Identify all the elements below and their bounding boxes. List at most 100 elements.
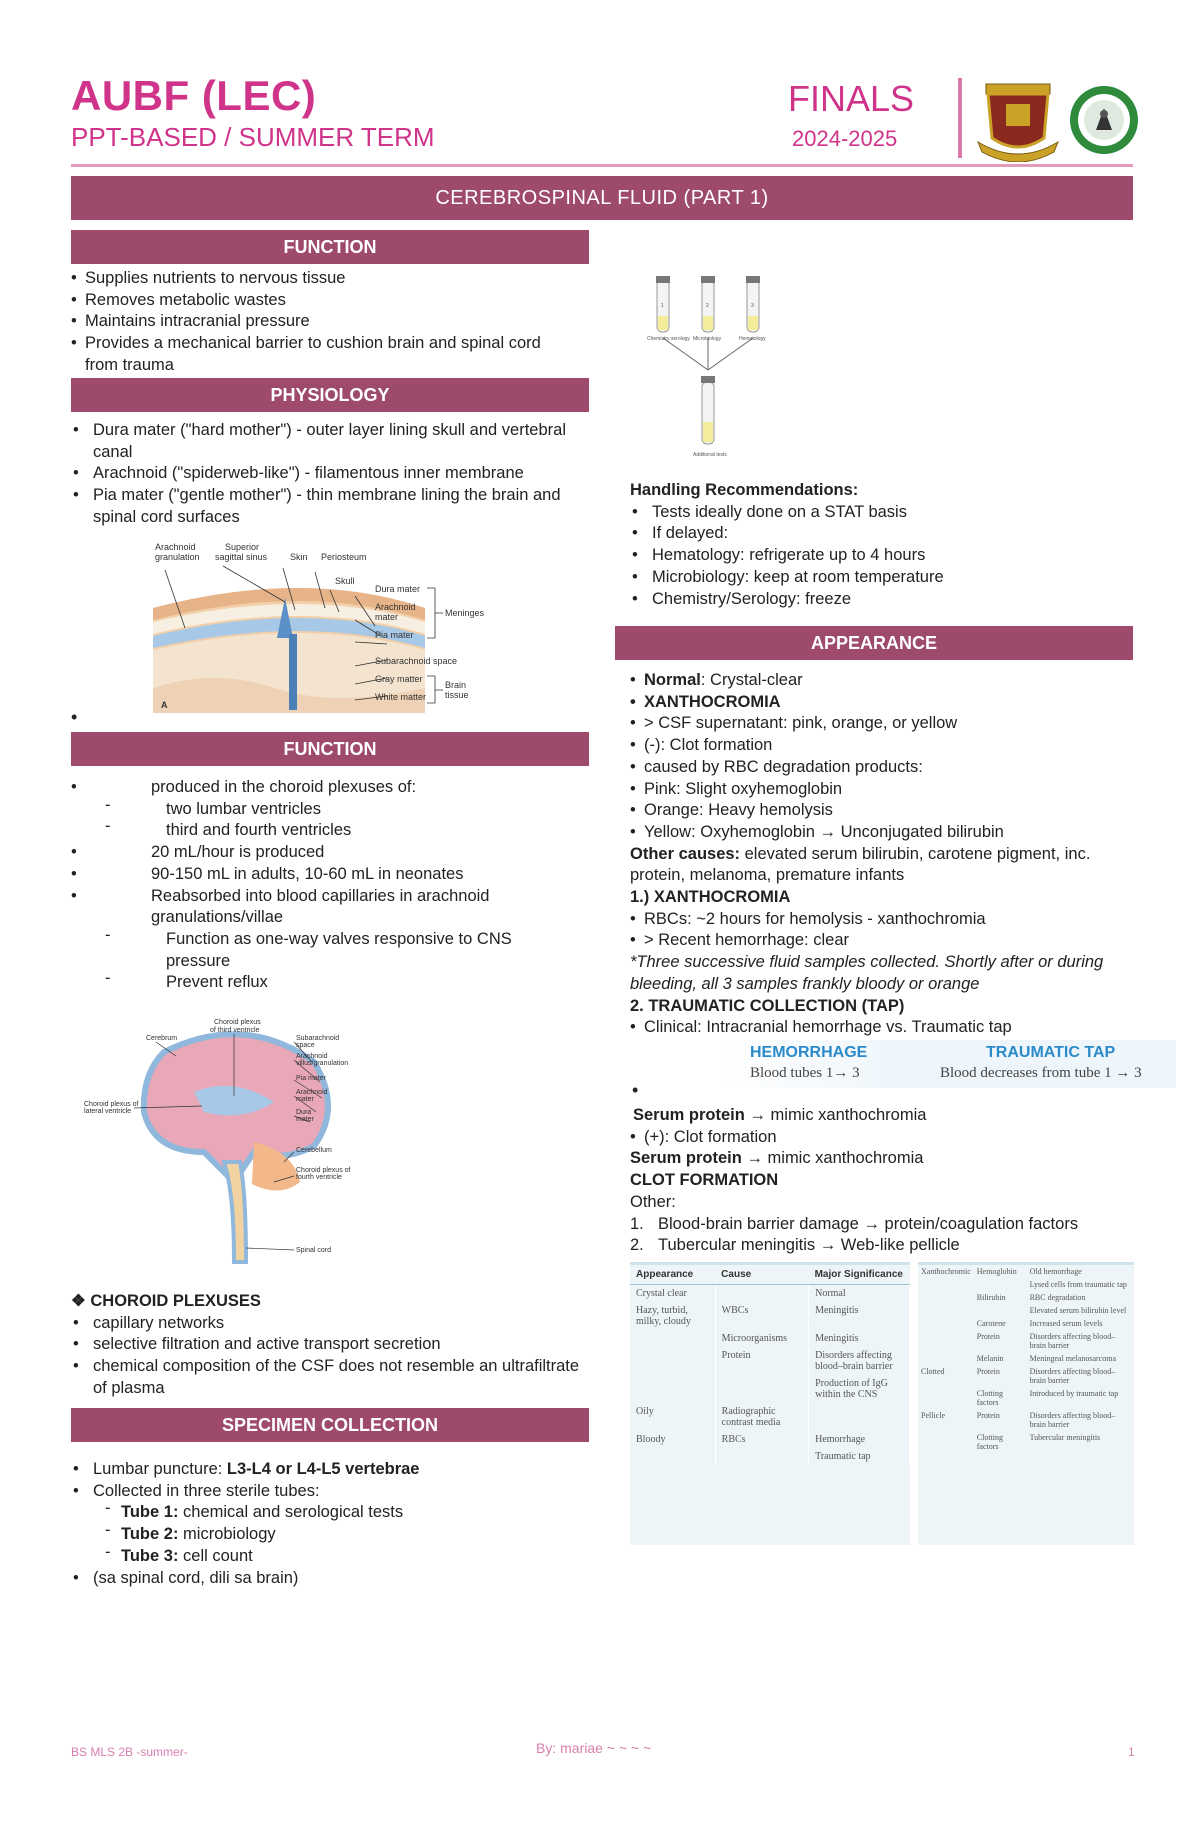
- table-cell: [918, 1291, 974, 1304]
- svg-text:Subarachnoid: Subarachnoid: [296, 1035, 339, 1042]
- table-cell: Clotted: [921, 1367, 945, 1376]
- table-cell: Carotene: [976, 1319, 1006, 1328]
- clot-section: Serum protein → mimic xanthochromia (+):…: [630, 1105, 1140, 1257]
- tube-number: 3: [751, 303, 754, 309]
- table-cell: [715, 1284, 810, 1302]
- table-cell: WBCs: [715, 1302, 810, 1330]
- svg-text:Additional tests: Additional tests: [693, 452, 727, 458]
- table-row: Production of IgG within the CNS: [630, 1375, 910, 1403]
- table-cell: Lysed cells from traumatic tap: [1029, 1280, 1127, 1289]
- subheading-xanthocromia: 1.) XANTHOCROMIA: [630, 888, 791, 907]
- svg-text:tissue: tissue: [445, 690, 469, 700]
- table-cell: Disorders affecting blood–brain barrier: [808, 1347, 910, 1375]
- numbered-list: 1.Blood-brain barrier damage → protein/c…: [630, 1214, 1140, 1257]
- serum-protein-line: Serum protein → mimic xanthochromia: [630, 1149, 924, 1168]
- list-item: Lumbar puncture: L3-L4 or L4-L5 vertebra…: [71, 1459, 581, 1481]
- svg-text:Choroid plexus of: Choroid plexus of: [296, 1167, 351, 1174]
- svg-text:Dura mater: Dura mater: [375, 584, 420, 594]
- list-item: Orange: Heavy hemolysis: [630, 800, 1135, 822]
- table-cell: Xanthochromic: [921, 1267, 971, 1276]
- handling-section: Handling Recommendations: Tests ideally …: [630, 480, 1130, 610]
- table-cell: Protein: [976, 1411, 1000, 1420]
- list-item: 1.Blood-brain barrier damage → protein/c…: [630, 1214, 1079, 1233]
- table-cell: Pellicle: [921, 1411, 945, 1420]
- svg-text:fourth ventricle: fourth ventricle: [296, 1174, 342, 1181]
- svg-text:Periosteum: Periosteum: [321, 552, 367, 562]
- table-cell: [918, 1317, 974, 1330]
- serum-protein-line: Serum protein → mimic xanthochromia: [633, 1106, 927, 1124]
- table-cell: Old hemorrhage: [1029, 1267, 1082, 1276]
- other-causes: Other causes: elevated serum bilirubin, …: [630, 844, 1091, 885]
- handling-heading: Handling Recommendations:: [630, 481, 859, 499]
- topic-banner: CEREBROSPINAL FLUID (PART 1): [71, 176, 1133, 220]
- svg-text:Skull: Skull: [335, 576, 355, 586]
- svg-text:Arachnoid: Arachnoid: [375, 602, 416, 612]
- university-seal-logo: [972, 80, 1064, 167]
- svg-text:White matter: White matter: [375, 692, 426, 702]
- list-item: Provides a mechanical barrier to cushion…: [71, 333, 561, 376]
- table-cell: [715, 1375, 810, 1403]
- school-year: 2024-2025: [792, 126, 898, 151]
- table-cell: Disorders affecting blood–brain barrier: [1029, 1411, 1116, 1429]
- footer-author: By: mariae ~ ~ ~ ~: [536, 1740, 652, 1756]
- table-cell: RBCs: [715, 1431, 810, 1448]
- table-cell: Tubercular meningitis: [1029, 1433, 1101, 1442]
- table-cell: [630, 1347, 716, 1375]
- table-cell: Hemorrhage: [808, 1431, 910, 1448]
- table-cell: Crystal clear: [630, 1284, 716, 1302]
- table-cell: Protein: [715, 1347, 810, 1375]
- table-cell: Disorders affecting blood–brain barrier: [1029, 1332, 1116, 1350]
- svg-text:Skin: Skin: [290, 552, 308, 562]
- svg-text:mater: mater: [296, 1116, 315, 1123]
- hemorrhage-text: Blood tubes 1→ 3: [750, 1065, 860, 1081]
- table-cell: [808, 1403, 910, 1431]
- document-subtitle: PPT-BASED / SUMMER TERM: [71, 122, 435, 152]
- svg-text:Gray matter: Gray matter: [375, 674, 423, 684]
- traumatic-title: TRAUMATIC TAP: [986, 1044, 1116, 1061]
- list-item: capillary networks: [71, 1313, 581, 1335]
- table-cell: Clotting factors: [976, 1389, 1003, 1407]
- comparison-box: HEMORRHAGE Blood tubes 1→ 3 TRAUMATIC TA…: [716, 1040, 1176, 1088]
- list-item: Pink: Slight oxyhemoglobin: [630, 779, 1135, 801]
- list-item: Clinical: Intracranial hemorrhage vs. Tr…: [630, 1017, 1135, 1039]
- table-row: Traumatic tap: [630, 1448, 910, 1465]
- table-cell: Meningitis: [808, 1302, 910, 1330]
- table-header: Cause: [715, 1265, 809, 1285]
- table-cell: Disorders affecting blood–brain barrier: [1029, 1367, 1116, 1385]
- table-cell: Meningeal melanosarcoma: [1029, 1354, 1116, 1363]
- clot-heading: CLOT FORMATION: [630, 1171, 779, 1190]
- svg-text:Arachnoid: Arachnoid: [155, 542, 196, 552]
- table-cell: [630, 1375, 716, 1403]
- sub-item: third and fourth ventricles: [71, 816, 571, 842]
- function2-list: produced in the choroid plexuses of: two…: [71, 777, 571, 994]
- table-cell: Clotting factors: [976, 1433, 1003, 1451]
- table-row: Elevated serum bilirubin level: [918, 1304, 1134, 1317]
- svg-text:Hematology: Hematology: [739, 336, 766, 342]
- footer-left: BS MLS 2B -summer-: [71, 1745, 188, 1759]
- list-item: Arachnoid ("spiderweb-like") - filamento…: [71, 463, 571, 485]
- list-item: selective filtration and active transpor…: [71, 1334, 581, 1356]
- choroid-section: ❖ CHOROID PLEXUSES capillary networks se…: [71, 1291, 581, 1400]
- table-cell: [630, 1330, 716, 1347]
- table-cell: Hazy, turbid, milky, cloudy: [630, 1302, 716, 1330]
- svg-text:mater: mater: [375, 612, 398, 622]
- svg-text:Pia mater: Pia mater: [375, 630, 414, 640]
- list-item: (-): Clot formation: [630, 735, 1135, 757]
- svg-text:A: A: [161, 700, 168, 710]
- list-item: Hematology: refrigerate up to 4 hours: [630, 545, 1130, 567]
- tube-item: Tube 1: chemical and serological tests: [71, 1498, 581, 1524]
- specimen-list: Lumbar puncture: L3-L4 or L4-L5 vertebra…: [71, 1459, 581, 1589]
- empty-bullet: •: [71, 707, 78, 727]
- svg-text:Dura: Dura: [296, 1109, 311, 1116]
- specimen-heading: SPECIMEN COLLECTION: [71, 1408, 589, 1442]
- college-seal-logo: [1068, 84, 1140, 161]
- list-item: Supplies nutrients to nervous tissue: [71, 268, 561, 290]
- table-cell: Increased serum levels: [1029, 1319, 1103, 1328]
- svg-text:Microbiology: Microbiology: [693, 336, 722, 342]
